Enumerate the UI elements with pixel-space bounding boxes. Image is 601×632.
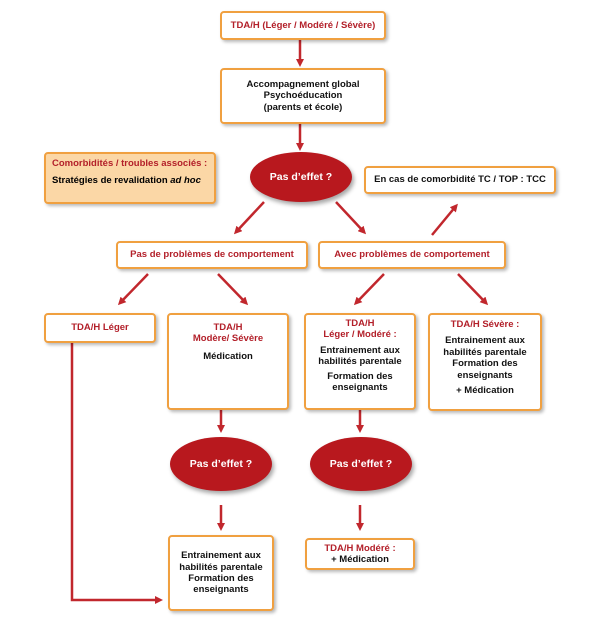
severe-box: TDA/H Sévère : Entrainement aux habilité… [428,313,542,411]
modere-severe-title1: TDA/H [213,322,243,333]
entrainement-final-text3: Formation des [188,573,254,584]
leger-modere-text2: habilités parentale [318,356,402,368]
arrow-pas-effet-to-pas-problemes [233,201,265,235]
comorbidites-text-italic: ad hoc [170,175,201,187]
arrow-leger-to-entrainement [70,343,163,604]
modere-medication-box: TDA/H Modéré : + Médication [305,538,415,570]
arrow-avec-to-leger-modere [353,273,385,306]
leger-modere-title1: TDA/H [345,318,375,329]
arrow-pas-problemes-to-modere-severe [217,273,249,306]
severe-title: TDA/H Sévère : [450,319,520,330]
pas-effet-label-2: Pas d’effet ? [189,458,253,470]
arrow-avec-to-severe [457,273,489,306]
tdah-leger-box: TDA/H Léger [44,313,156,343]
entrainement-final-text2: habilités parentale [179,561,263,573]
entrainement-final-box: Entrainement aux habilités parentale For… [168,535,274,611]
pas-effet-ellipse-2: Pas d’effet ? [170,437,272,491]
leger-modere-text1: Entrainement aux [320,344,400,356]
accompagnement-box: Accompagnement global Psychoéducation (p… [220,68,386,124]
comorbidites-text: Stratégies de revalidation [52,175,168,187]
pas-effet-label-1: Pas d’effet ? [269,171,333,183]
modere-medication-text: + Médication [331,554,389,565]
comorbidites-box: Comorbidités / troubles associés : Strat… [44,152,216,204]
tdah-root-label: TDA/H (Léger / Modéré / Sévère) [230,19,376,31]
arrow-pas-problemes-to-leger [117,273,149,306]
pas-effet-ellipse-3: Pas d’effet ? [310,437,412,491]
modere-medication-title: TDA/H Modéré : [324,542,396,554]
accompagnement-line1: Accompagnement global [246,78,360,90]
arrow-avec-to-comorbidite-tc [431,203,458,236]
comorbidites-title: Comorbidités / troubles associés : [52,158,208,169]
avec-problemes-box: Avec problèmes de comportement [318,241,506,269]
arrow-pas-effet-to-avec-problemes [335,201,367,235]
accompagnement-line3: (parents et école) [263,101,343,113]
tdah-leger-label: TDA/H Léger [71,322,129,334]
leger-modere-box: TDA/H Léger / Modéré : Entrainement aux … [304,313,416,410]
modere-severe-title2: Modère/ Sévère [192,333,264,345]
pas-effet-label-3: Pas d’effet ? [329,458,393,470]
severe-text4: enseignants [457,369,513,381]
modere-severe-box: TDA/H Modère/ Sévère Médication [167,313,289,410]
severe-text2: habilités parentale [443,346,527,358]
pas-problemes-label: Pas de problèmes de comportement [130,249,294,261]
leger-modere-title2: Léger / Modéré : [323,329,397,341]
pas-effet-ellipse-1: Pas d’effet ? [250,152,352,202]
comorbidite-tc-box: En cas de comorbidité TC / TOP : TCC [364,166,556,194]
tdah-root-box: TDA/H (Léger / Modéré / Sévère) [220,11,386,40]
comorbidite-tc-label: En cas de comorbidité TC / TOP : TCC [374,174,546,186]
avec-problemes-label: Avec problèmes de comportement [334,249,490,261]
severe-text1: Entrainement aux [445,335,525,347]
entrainement-final-text1: Entrainement aux [181,550,261,562]
pas-problemes-box: Pas de problèmes de comportement [116,241,308,269]
leger-modere-text4: enseignants [332,381,388,393]
accompagnement-line2: Psychoéducation [263,90,343,102]
entrainement-final-text4: enseignants [193,584,249,596]
leger-modere-text3: Formation des [327,370,393,382]
modere-severe-text: Médication [203,350,253,362]
severe-text5: + Médication [456,384,514,396]
severe-text3: Formation des [452,358,518,370]
